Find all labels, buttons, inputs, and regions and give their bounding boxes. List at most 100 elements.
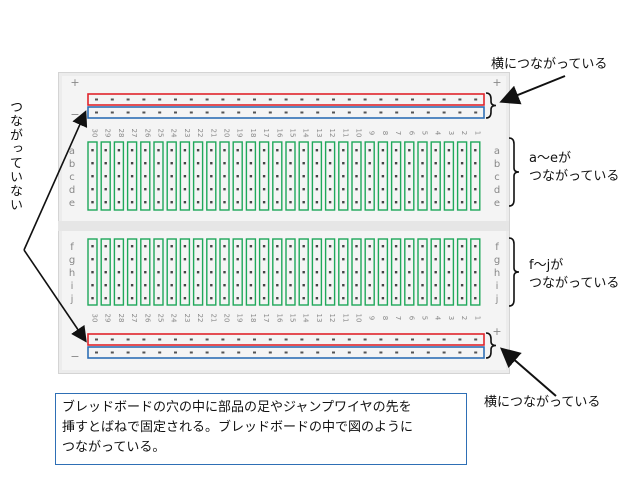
row-letter-left: e — [69, 198, 75, 209]
hole — [460, 245, 464, 248]
rail-hole — [189, 351, 193, 354]
hole — [355, 258, 358, 261]
terminal-strip-f-j — [219, 238, 230, 306]
hole — [342, 271, 345, 274]
hole — [117, 175, 121, 178]
hole — [328, 149, 332, 152]
column-number-top: 13 — [315, 129, 323, 138]
rail-hole — [332, 98, 335, 101]
hole — [236, 258, 239, 261]
rail-hole — [332, 338, 335, 341]
terminal-strip-f-j — [311, 238, 323, 306]
hole — [368, 162, 371, 165]
hole — [170, 188, 173, 191]
rail-hole — [458, 351, 462, 354]
hole — [328, 271, 332, 274]
hole — [328, 284, 332, 287]
hole — [144, 149, 147, 152]
hole — [157, 245, 160, 248]
hole — [276, 162, 279, 165]
terminal-strip-a-e — [364, 141, 375, 211]
row-letter-right: h — [494, 268, 500, 279]
row-letter-right: j — [495, 294, 499, 305]
hole — [315, 149, 319, 152]
terminal-strip-f-j — [258, 238, 270, 306]
hole — [328, 245, 332, 248]
hole — [315, 175, 319, 178]
hole — [328, 297, 332, 300]
hole — [368, 284, 371, 287]
hole — [447, 201, 451, 204]
rail-hole — [221, 98, 225, 101]
hole — [276, 245, 279, 248]
rail-hole — [411, 111, 414, 114]
row-letter-left: i — [71, 281, 74, 292]
hole — [408, 245, 411, 248]
hole — [144, 188, 147, 191]
terminal-strip-f-j — [324, 238, 336, 306]
hole — [447, 188, 451, 191]
hole — [394, 245, 398, 248]
hole — [91, 201, 94, 204]
hole — [276, 175, 279, 178]
terminal-strip-a-e — [298, 141, 309, 211]
hole — [447, 162, 451, 165]
hole — [434, 188, 437, 191]
arrow-rail-bottom — [499, 347, 557, 397]
hole — [315, 297, 319, 300]
hole — [368, 258, 371, 261]
rail-hole — [268, 338, 272, 341]
column-number-top: 1 — [473, 131, 481, 135]
rail-hole — [347, 338, 351, 341]
hole — [289, 258, 292, 261]
hole — [328, 258, 332, 261]
hole — [262, 258, 266, 261]
hole — [447, 297, 451, 300]
rail-hole — [268, 351, 272, 354]
rail-hole — [253, 351, 256, 354]
hole — [289, 175, 292, 178]
rail-hole — [379, 338, 383, 341]
rail-hole — [442, 351, 446, 354]
hole — [223, 271, 226, 274]
hole — [104, 271, 107, 274]
hole — [276, 201, 279, 204]
hole — [460, 149, 464, 152]
hole — [170, 271, 173, 274]
rail-hole — [458, 111, 462, 114]
hole — [355, 175, 358, 178]
rail-hole — [426, 111, 430, 114]
hole — [196, 271, 200, 274]
hole — [249, 284, 253, 287]
terminal-strip-f-j — [206, 238, 217, 306]
column-number-bottom: 1 — [473, 316, 481, 320]
column-number-top: 24 — [170, 129, 178, 138]
terminal-strip-a-e — [87, 141, 98, 211]
label-rail-top: 横につながっている — [491, 57, 608, 72]
hole — [474, 245, 477, 248]
column-number-bottom: 12 — [328, 314, 336, 323]
hole — [447, 258, 451, 261]
hole — [130, 271, 134, 274]
hole — [289, 201, 292, 204]
hole — [421, 162, 424, 165]
terminal-strip-a-e — [324, 141, 336, 211]
hole — [381, 175, 385, 178]
hole — [460, 284, 464, 287]
hole — [117, 188, 121, 191]
hole — [355, 284, 358, 287]
hole — [170, 201, 173, 204]
terminal-strip-a-e — [456, 141, 468, 211]
column-number-bottom: 17 — [262, 314, 270, 323]
terminal-strip-f-j — [417, 238, 428, 306]
hole — [144, 245, 147, 248]
hole — [421, 245, 424, 248]
terminal-strip-a-e — [285, 141, 296, 211]
column-number-bottom: 5 — [421, 316, 429, 320]
terminal-strip-f-j — [272, 238, 283, 306]
rail-hole — [126, 338, 130, 341]
hole — [276, 149, 279, 152]
hole — [342, 245, 345, 248]
rail-hole — [363, 351, 367, 354]
hole — [315, 201, 319, 204]
